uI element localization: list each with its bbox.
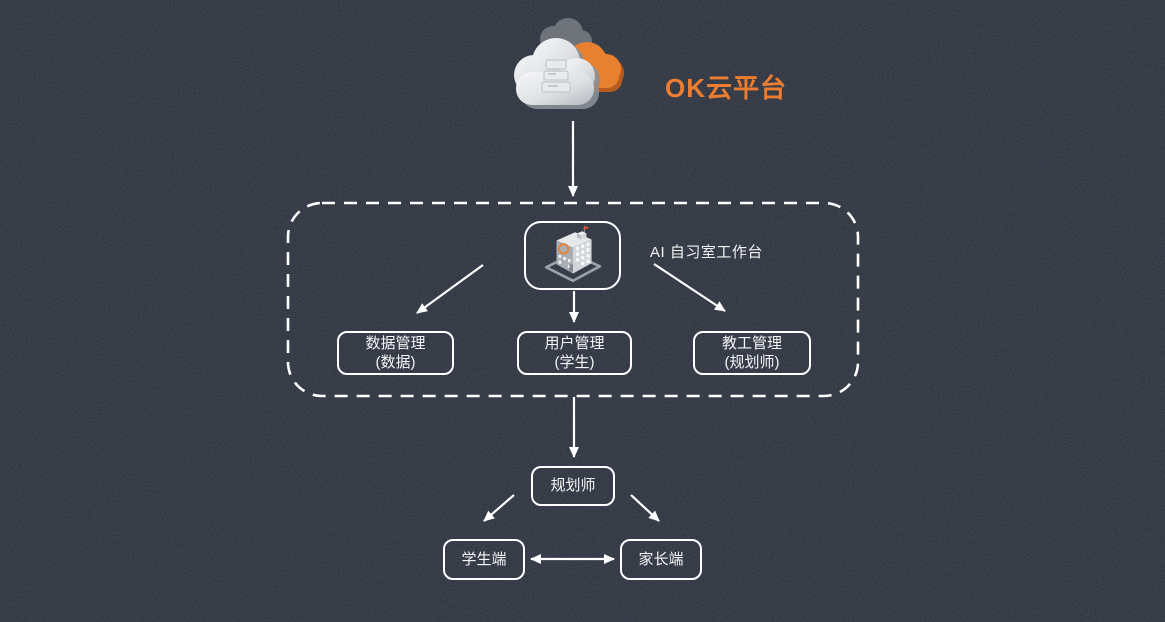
node-label-line2: (数据) (375, 354, 416, 371)
node-label-line2: (规划师) (724, 354, 780, 371)
school-building-icon (544, 225, 601, 282)
workbench-label: AI 自习室工作台 (650, 244, 763, 261)
node-label-line1: 教工管理 (721, 334, 782, 352)
cloud-platform-icon (503, 12, 635, 124)
arrow-workbench-to-data (416, 264, 484, 314)
server-stack-icon (541, 59, 571, 93)
node-parent-client: 家长端 (620, 539, 702, 580)
node-label-line1: 用户管理 (544, 334, 605, 352)
workbench-building-node (524, 221, 621, 290)
node-user-management: 用户管理 (学生) (517, 331, 632, 375)
node-student-client: 学生端 (443, 539, 525, 580)
node-label: 规划师 (550, 477, 596, 495)
arrow-workbench-to-staff (653, 263, 726, 312)
node-label-line1: 数据管理 (365, 334, 426, 352)
node-label: 学生端 (461, 550, 507, 568)
node-planner: 规划师 (531, 466, 615, 506)
arrow-planner-to-student (483, 494, 515, 522)
node-staff-management: 教工管理 (规划师) (693, 331, 811, 375)
page-title: OK云平台 (665, 73, 788, 103)
arrow-planner-to-parent (630, 494, 660, 522)
node-label-line2: (学生) (554, 354, 595, 371)
node-label: 家长端 (638, 550, 684, 568)
node-data-management: 数据管理 (数据) (337, 331, 454, 375)
